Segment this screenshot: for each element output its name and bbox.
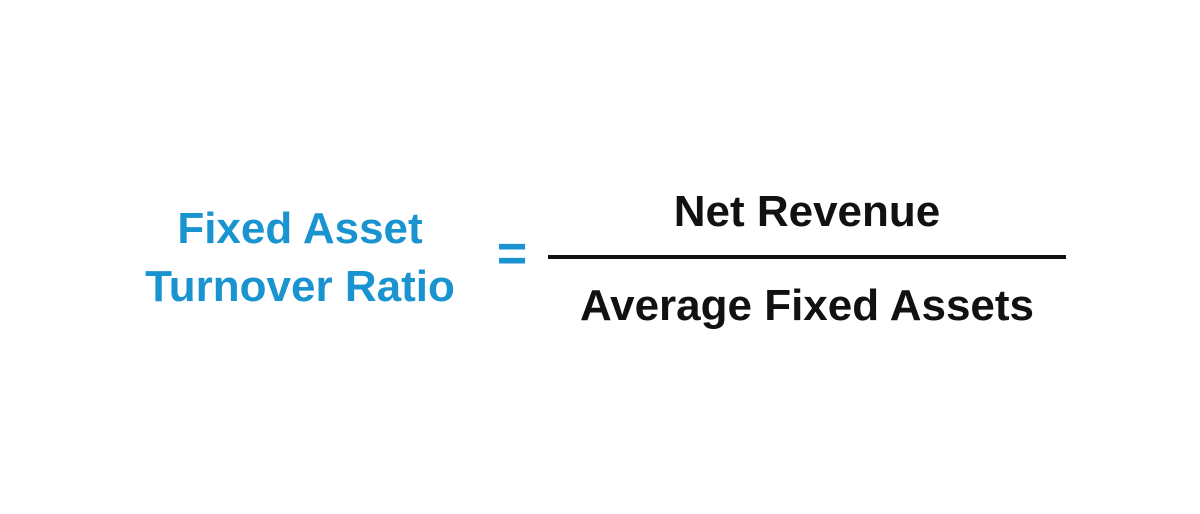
lhs-line-1: Fixed Asset bbox=[177, 204, 423, 253]
equals-sign: = bbox=[496, 225, 528, 283]
denominator: Average Fixed Assets bbox=[579, 281, 1035, 330]
fraction-bar bbox=[548, 255, 1066, 259]
numerator: Net Revenue bbox=[673, 187, 941, 236]
formula-left-side: Fixed Asset Turnover Ratio bbox=[120, 200, 480, 316]
lhs-line-2: Turnover Ratio bbox=[145, 262, 455, 311]
